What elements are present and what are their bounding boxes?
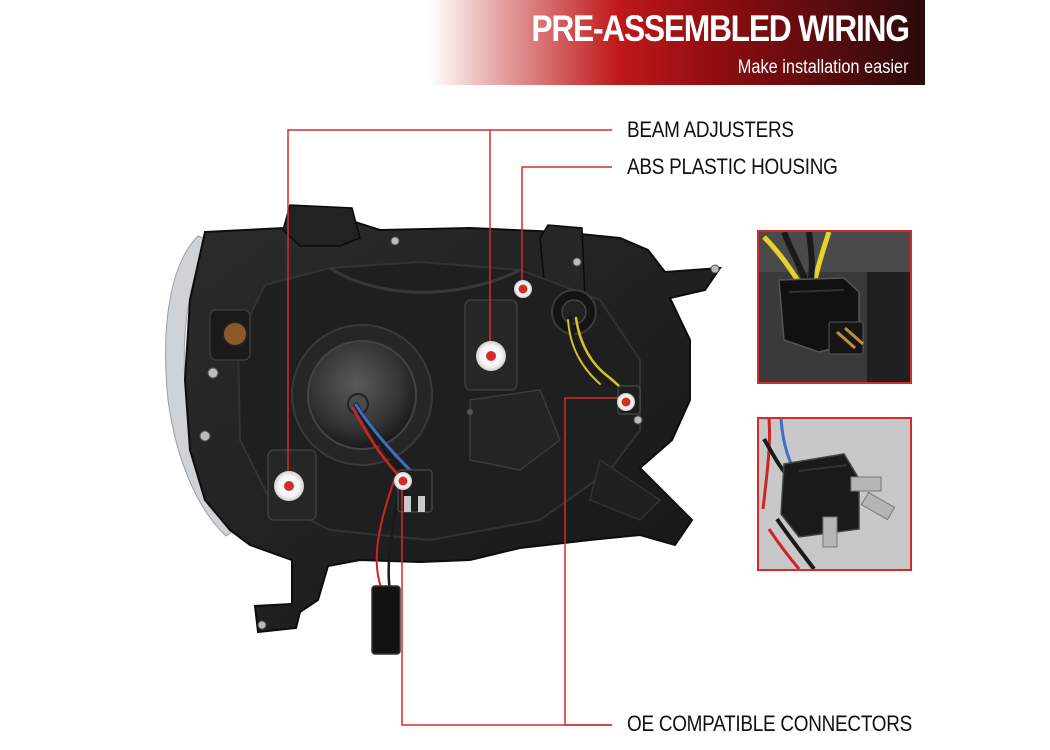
headlight-housing — [183, 204, 722, 634]
inset-turn-signal-connector — [757, 230, 912, 384]
turn-signal-connector-photo — [759, 232, 910, 382]
callout-beam-adjusters: BEAM ADJUSTERS — [627, 117, 794, 142]
inset-h4-connector — [757, 417, 912, 571]
header-banner: PRE-ASSEMBLED WIRING Make installation e… — [430, 0, 925, 85]
callout-markers — [274, 280, 635, 501]
callout-lines — [287, 129, 626, 726]
callout-abs-plastic-housing: ABS PLASTIC HOUSING — [627, 154, 838, 179]
callout-oe-compatible-connectors: OE COMPATIBLE CONNECTORS — [627, 711, 913, 736]
banner-title: PRE-ASSEMBLED WIRING — [531, 8, 911, 49]
h4-connector-photo — [759, 419, 910, 569]
banner-subtitle: Make installation easier — [738, 57, 909, 78]
